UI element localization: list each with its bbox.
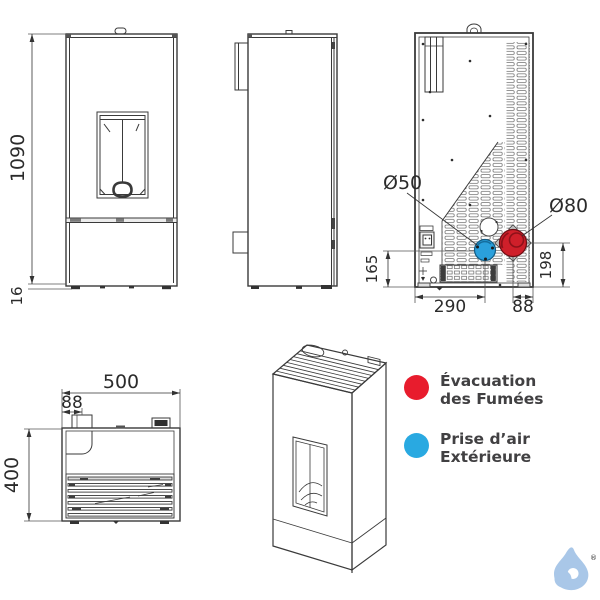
legend-item-air: Prise d’air Extérieure [404, 430, 594, 466]
dim-air-diameter: Ø50 [383, 172, 422, 194]
air-inlet-port [473, 238, 497, 262]
legend: Évacuation des Fumées Prise d’air Extéri… [404, 372, 594, 488]
dim-top-flue-offset: 88 [61, 393, 83, 413]
legend-air-label: Prise d’air Extérieure [440, 430, 531, 466]
power-socket [419, 225, 435, 249]
dim-smoke-offset: 88 [512, 297, 534, 317]
dim-front-height: 1090 [7, 134, 29, 182]
side-view [232, 30, 338, 289]
legend-smoke-label: Évacuation des Fumées [440, 372, 543, 408]
stove-door-window [96, 111, 149, 199]
dim-front-foot: 16 [8, 286, 26, 305]
legend-smoke-line1: Évacuation [440, 372, 537, 390]
rear-dimensions [383, 192, 570, 303]
dim-air-offset: 290 [434, 297, 466, 317]
top-view [61, 414, 181, 524]
dim-top-width: 500 [103, 371, 139, 393]
legend-air-line2: Extérieure [440, 448, 532, 466]
legend-item-smoke: Évacuation des Fumées [404, 372, 594, 408]
front-dimensions [28, 33, 72, 290]
front-view [65, 27, 178, 290]
dim-smoke-diameter: Ø80 [549, 195, 588, 217]
smoke-exhaust-dot-icon [404, 375, 429, 400]
smoke-outlet-port [494, 224, 532, 262]
top-dimensions [24, 389, 181, 522]
outside-air-dot-icon [404, 433, 429, 458]
rear-screws [421, 42, 528, 287]
isometric-view [271, 344, 388, 573]
rear-view [414, 23, 534, 291]
dim-air-height: 165 [363, 255, 381, 284]
legend-air-line1: Prise d’air [440, 430, 530, 448]
dim-top-depth: 400 [1, 457, 23, 493]
dim-smoke-height: 198 [537, 251, 555, 280]
svg-text:®: ® [590, 554, 596, 562]
water-drop-logo-icon: ® [548, 546, 597, 596]
legend-smoke-line2: des Fumées [440, 390, 544, 408]
